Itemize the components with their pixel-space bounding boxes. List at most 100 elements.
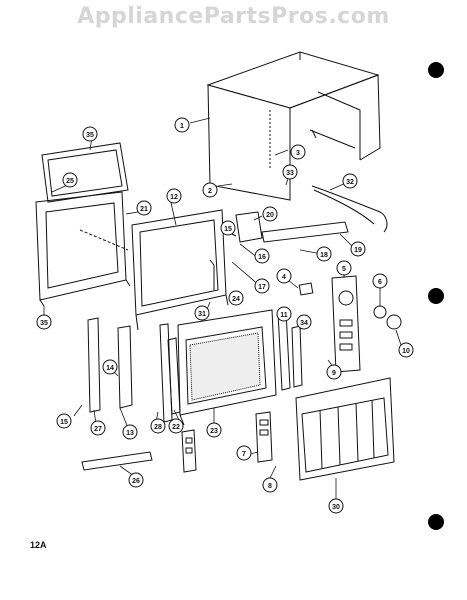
callout-label: 15 [60, 419, 68, 426]
binder-hole-bottom [428, 514, 444, 530]
callout-7: 7 [236, 445, 252, 461]
wire-harness [311, 185, 388, 233]
front-grille [295, 377, 395, 481]
callout-label: 16 [258, 254, 266, 261]
page-code: 12A [30, 540, 47, 550]
callout-6: 6 [372, 273, 388, 289]
callout-circle [262, 206, 278, 222]
callout-label: 35 [40, 320, 48, 327]
callout-circle [254, 278, 270, 294]
callout-3: 3 [290, 144, 306, 160]
callout-label: 20 [266, 212, 274, 219]
callout-2: 2 [202, 182, 218, 198]
callout-label: 30 [332, 504, 340, 511]
callout-label: 10 [402, 348, 410, 355]
callout-circle [136, 200, 152, 216]
callout-26: 26 [128, 472, 144, 488]
callout-34: 34 [296, 314, 312, 330]
callout-circle [316, 246, 332, 262]
callout-circle [290, 144, 306, 160]
callout-label: 21 [140, 206, 148, 213]
callout-circle [326, 364, 342, 380]
callout-circle [128, 472, 144, 488]
callout-circle [350, 241, 366, 257]
callout-circle [90, 420, 106, 436]
callout-15: 15 [220, 220, 236, 236]
callout-label: 14 [106, 365, 114, 372]
callout-label: 6 [378, 279, 382, 286]
callout-circle [150, 418, 166, 434]
callout-circle [262, 477, 278, 493]
callout-label: 28 [154, 424, 162, 431]
callout-circle [276, 306, 292, 322]
callout-24: 24 [228, 290, 244, 306]
callout-circle [276, 268, 292, 284]
callout-label: 12 [170, 194, 178, 201]
hinge-strips [87, 317, 133, 413]
callout-circle [122, 424, 138, 440]
bottom-bracket [81, 451, 153, 471]
callout-label: 19 [354, 247, 362, 254]
callout-35: 35 [82, 126, 98, 142]
callout-22: 22 [168, 418, 184, 434]
cabinet-shell [206, 51, 381, 201]
callout-circle [336, 260, 352, 276]
callout-label: 24 [232, 296, 240, 303]
callout-circle [82, 126, 98, 142]
callout-label: 7 [242, 451, 246, 458]
callout-circle [202, 182, 218, 198]
callout-18: 18 [316, 246, 332, 262]
callout-label: 8 [268, 483, 272, 490]
control-knob [373, 305, 402, 330]
callout-label: 22 [172, 424, 180, 431]
callout-19: 19 [350, 241, 366, 257]
callout-25: 25 [62, 172, 78, 188]
callout-14: 14 [102, 359, 118, 375]
callout-16: 16 [254, 248, 270, 264]
callout-label: 25 [66, 178, 74, 185]
callout-27: 27 [90, 420, 106, 436]
callout-label: 15 [224, 226, 232, 233]
callout-15: 15 [56, 413, 72, 429]
callout-circle [166, 188, 182, 204]
callout-32: 32 [342, 173, 358, 189]
binder-hole-middle [428, 288, 444, 304]
callout-circle [328, 498, 344, 514]
callout-circle [206, 422, 222, 438]
callout-label: 3 [296, 150, 300, 157]
callout-31: 31 [194, 305, 210, 321]
callout-circle [282, 164, 298, 180]
callout-label: 34 [300, 320, 308, 327]
callout-label: 33 [286, 170, 294, 177]
callout-label: 31 [198, 311, 206, 318]
callout-9: 9 [326, 364, 342, 380]
callout-label: 18 [320, 252, 328, 259]
callout-circle [398, 342, 414, 358]
callout-4: 4 [276, 268, 292, 284]
callout-label: 2 [208, 188, 212, 195]
callout-circle [102, 359, 118, 375]
callout-10: 10 [398, 342, 414, 358]
callout-circle [56, 413, 72, 429]
callout-circle [296, 314, 312, 330]
callout-label: 26 [132, 478, 140, 485]
callout-label: 9 [332, 370, 336, 377]
callout-30: 30 [328, 498, 344, 514]
microwave-door [177, 309, 277, 426]
callout-12: 12 [166, 188, 182, 204]
callout-label: 4 [282, 274, 286, 281]
top-mounting-frame [41, 142, 129, 203]
callout-circle [36, 314, 52, 330]
callout-17: 17 [254, 278, 270, 294]
callout-28: 28 [150, 418, 166, 434]
callout-label: 11 [280, 312, 288, 319]
callout-circle [174, 117, 190, 133]
callout-1: 1 [174, 117, 190, 133]
keypad-small [181, 411, 273, 473]
callout-5: 5 [336, 260, 352, 276]
callout-13: 13 [122, 424, 138, 440]
callout-21: 21 [136, 200, 152, 216]
oven-cavity [131, 209, 229, 331]
switch-component [298, 282, 314, 296]
